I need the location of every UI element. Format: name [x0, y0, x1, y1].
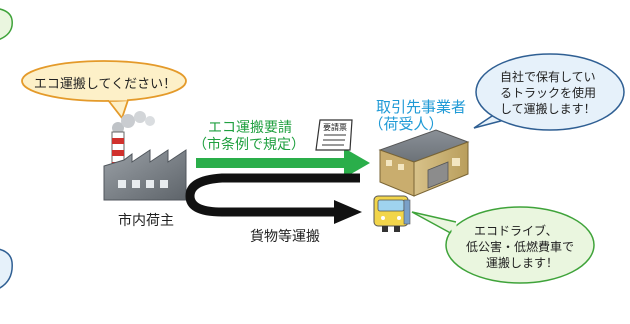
- recipient-speech-bubble: [473, 53, 625, 131]
- recipient-speech-line1: 自社で保有してい: [500, 70, 596, 84]
- recipient-label-line1: 取引先事業者: [375, 98, 466, 116]
- transport-label: 貨物等運搬: [250, 229, 320, 245]
- transport-speech-line3: 運搬します！: [486, 256, 559, 270]
- warehouse-icon: [378, 129, 470, 197]
- recipient-label-line2: （荷受人）: [368, 115, 444, 133]
- document-label: 要請票: [323, 123, 347, 132]
- factory-speech-text: エコ運搬してください！: [33, 77, 177, 92]
- request-label-line2: （市条例で規定）: [193, 137, 305, 153]
- document-icon: [315, 119, 353, 151]
- transport-speech-line2: 低公害・低燃費車で: [466, 240, 575, 254]
- recipient-speech-line2: るトラックを使用: [500, 86, 597, 100]
- request-arrow: [196, 148, 370, 178]
- recipient-speech-line3: して運搬します！: [500, 102, 596, 116]
- factory-speech-bubble: [21, 60, 187, 120]
- request-label-line1: エコ運搬要請: [208, 120, 292, 136]
- transport-speech-bubble: [411, 206, 595, 284]
- factory-label: 市内荷主: [118, 213, 174, 229]
- transport-arrow: [185, 173, 362, 224]
- factory-icon: [103, 111, 187, 201]
- truck-icon: [373, 195, 411, 232]
- left-edge-bubble-top: [0, 8, 13, 40]
- left-edge-bubble-bottom: [0, 248, 13, 289]
- transport-speech-line1: エコドライブ、: [474, 224, 558, 238]
